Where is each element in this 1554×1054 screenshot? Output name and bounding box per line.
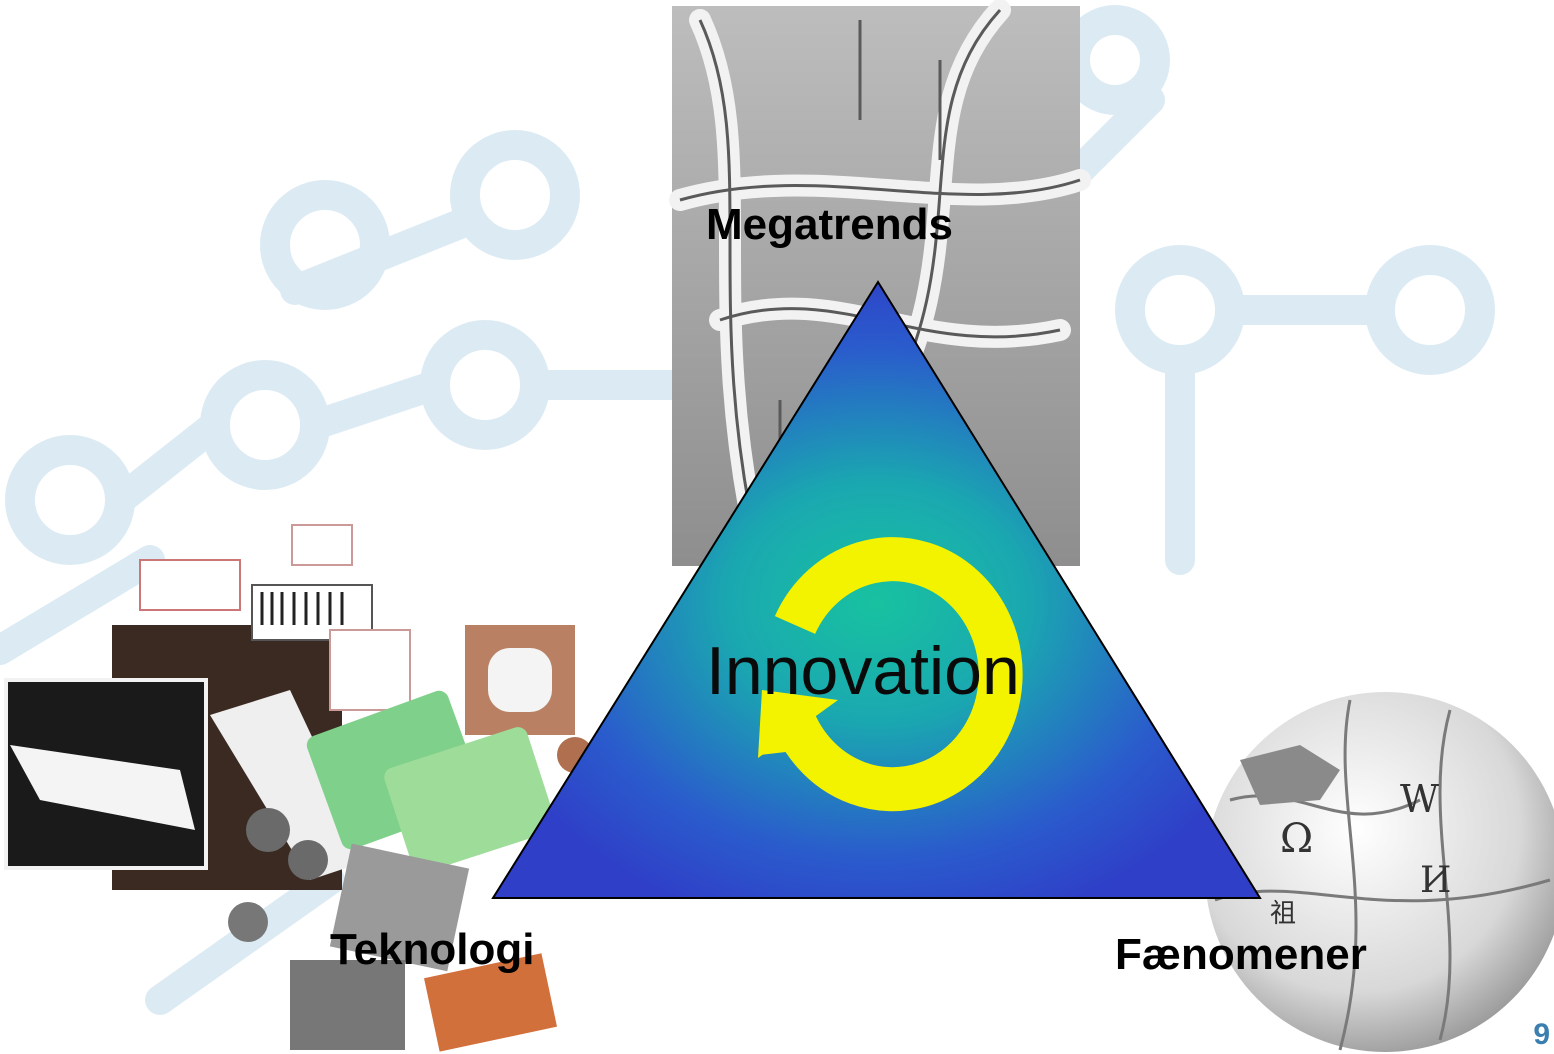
svg-text:И: И: [1420, 860, 1451, 901]
cycle-arrow-icon: [758, 537, 1023, 812]
svg-text:Ω: Ω: [1280, 816, 1313, 862]
wikipedia-globe-logo: Ω W И 祖: [1205, 692, 1554, 1052]
teknologi-label: Teknologi: [330, 925, 535, 974]
svg-text:祖: 祖: [1270, 899, 1296, 929]
rfid-tags-photo: [4, 524, 593, 1052]
page-number: 9: [1533, 1018, 1550, 1051]
innovation-triangle: [491, 280, 1262, 899]
svg-text:W: W: [1400, 777, 1439, 821]
innovation-label: Innovation: [706, 633, 1020, 709]
megatrends-label: Megatrends: [706, 200, 953, 249]
faenomener-label: Fænomener: [1115, 930, 1367, 979]
